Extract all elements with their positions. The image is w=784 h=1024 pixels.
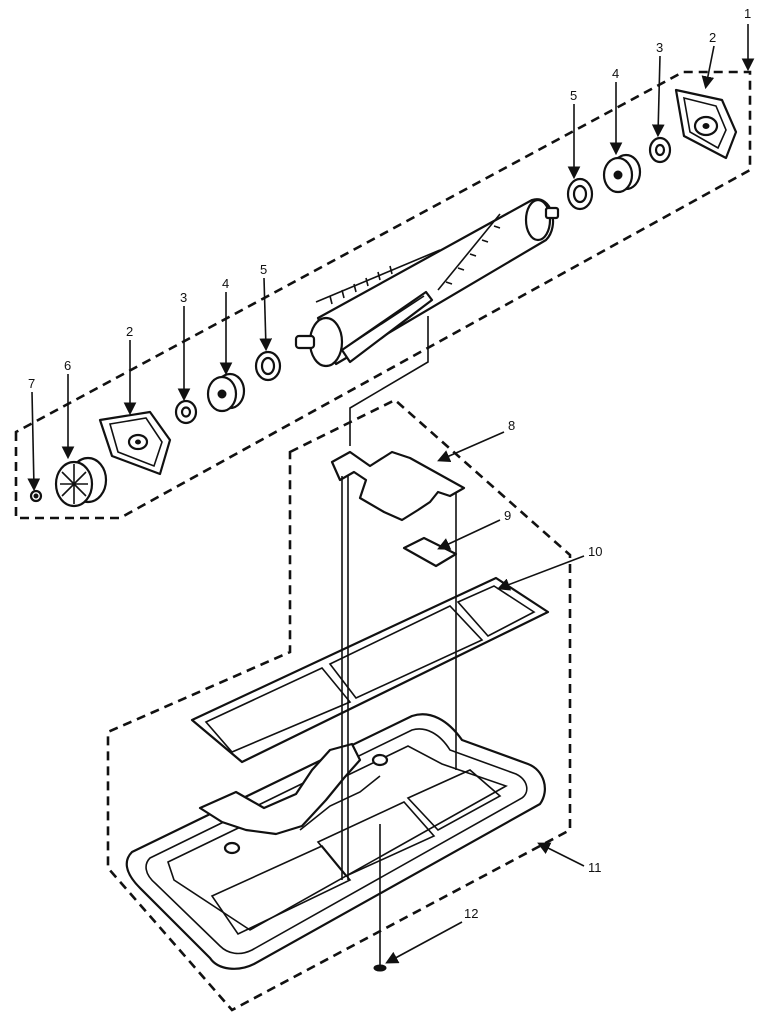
callout-8: 8 — [508, 418, 515, 433]
alignment-lines — [341, 476, 457, 958]
callout-9: 9 — [504, 508, 511, 523]
callout-5: 5 — [570, 88, 577, 103]
part-10-gasket — [190, 576, 550, 764]
part-2-bearing-plate-left — [98, 410, 172, 476]
callout-6: 6 — [64, 358, 71, 373]
part-5-ring-right — [566, 177, 594, 211]
part-3-washer-left — [174, 399, 198, 425]
callout-10: 10 — [588, 544, 602, 559]
callout-4: 4 — [612, 66, 619, 81]
part-7-nut — [29, 489, 43, 503]
callout-4: 4 — [222, 276, 229, 291]
part-9-pad — [402, 536, 458, 568]
part-6-end-cap — [54, 456, 108, 508]
brush-roll — [294, 198, 560, 368]
part-4-bearing-left — [206, 372, 246, 413]
leader-lines — [27, 24, 755, 964]
callout-3: 3 — [656, 40, 663, 55]
part-5-ring-left — [254, 350, 282, 382]
callout-7: 7 — [28, 376, 35, 391]
callout-12: 12 — [464, 906, 478, 921]
callout-2: 2 — [126, 324, 133, 339]
callout-5: 5 — [260, 262, 267, 277]
callout-2: 2 — [709, 30, 716, 45]
callout-1: 1 — [744, 6, 751, 21]
part-11-base — [125, 713, 546, 970]
part-2-bearing-plate-right — [674, 88, 738, 160]
part-8-plate — [330, 450, 466, 522]
lower-assembly-boundary — [106, 398, 572, 1012]
part-3-washer-right — [648, 136, 672, 164]
callout-11: 11 — [588, 860, 602, 875]
part-12-screw — [373, 958, 387, 972]
part-4-bearing-right — [602, 153, 642, 194]
callout-3: 3 — [180, 290, 187, 305]
connector-line — [349, 316, 429, 446]
